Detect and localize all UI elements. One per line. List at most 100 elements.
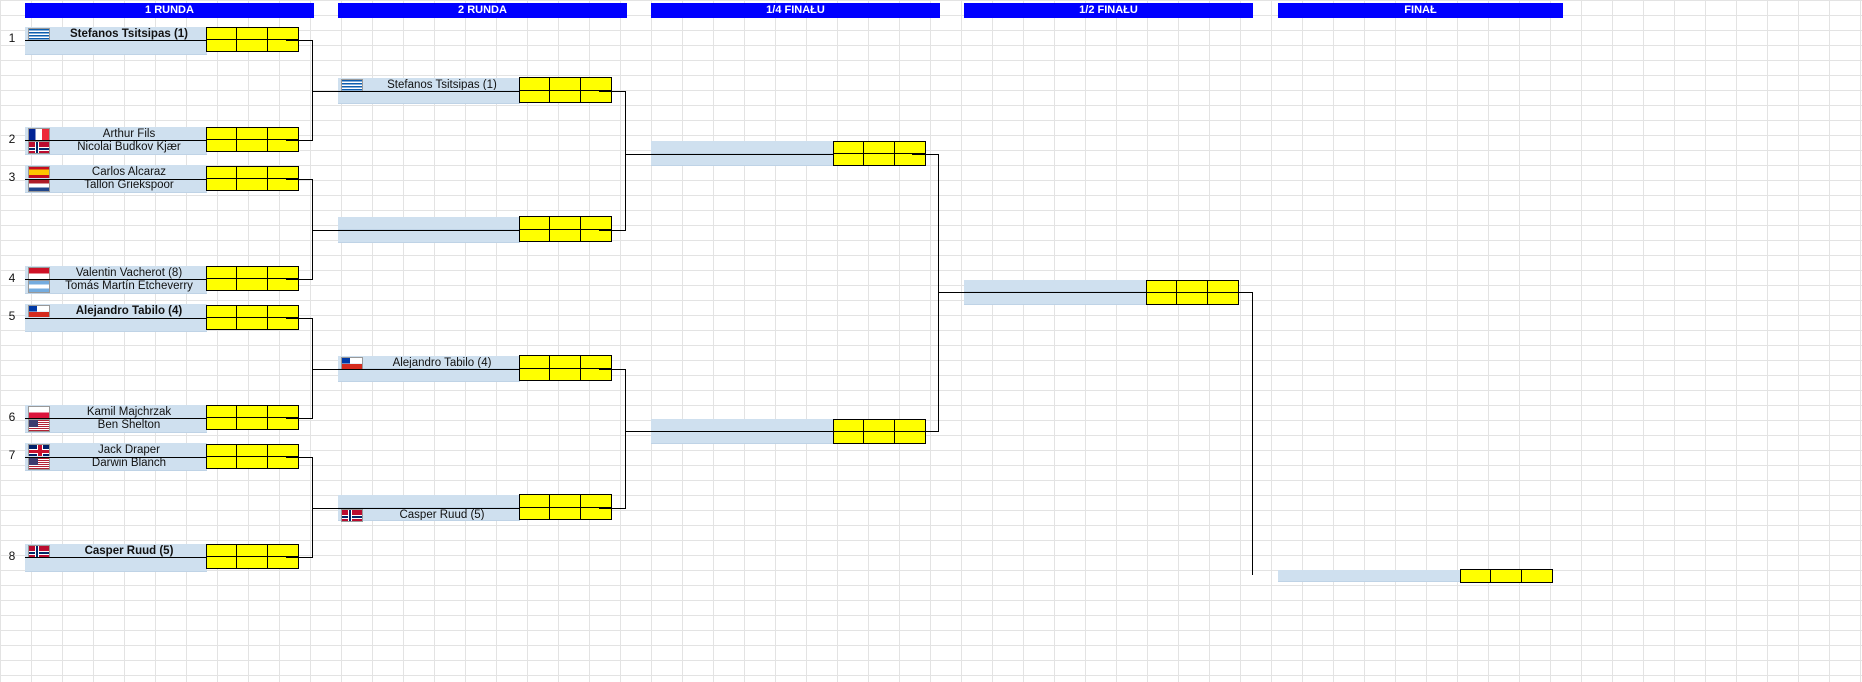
score-cell[interactable] (834, 154, 865, 165)
score-cell[interactable] (237, 457, 268, 468)
r1-player-slot[interactable]: Carlos Alcaraz (25, 165, 207, 180)
score-cell[interactable] (237, 179, 268, 190)
score-cell[interactable] (268, 418, 298, 429)
score-cell[interactable] (581, 91, 611, 103)
qf-score-box[interactable] (833, 419, 926, 444)
score-cell[interactable] (520, 229, 551, 241)
score-cell[interactable] (520, 495, 551, 508)
score-cell[interactable] (550, 356, 581, 369)
r2-score-box[interactable] (519, 216, 612, 242)
score-cell[interactable] (864, 154, 895, 165)
r1-score-box[interactable] (206, 544, 299, 569)
score-cell[interactable] (1177, 293, 1208, 304)
r1-score-box[interactable] (206, 127, 299, 152)
r1-player-slot[interactable]: Tallon Griekspoor (25, 178, 207, 193)
score-cell[interactable] (580, 356, 611, 369)
score-cell[interactable] (268, 557, 298, 568)
score-cell[interactable] (550, 229, 581, 241)
score-cell[interactable] (1147, 281, 1178, 293)
score-cell[interactable] (550, 507, 581, 519)
score-cell[interactable] (1491, 570, 1522, 582)
r2-player-slot[interactable] (338, 495, 520, 508)
score-cell[interactable] (580, 78, 611, 91)
score-cell[interactable] (207, 406, 238, 418)
r1-score-box[interactable] (206, 305, 299, 330)
r2-score-box[interactable] (519, 355, 612, 381)
r1-player-slot[interactable]: Tomás Martín Etcheverry (25, 279, 207, 294)
score-cell[interactable] (207, 306, 238, 318)
score-cell[interactable] (237, 557, 268, 568)
score-cell[interactable] (268, 457, 298, 468)
score-cell[interactable] (237, 40, 268, 51)
score-cell[interactable] (237, 28, 268, 40)
qf-player-slot[interactable] (651, 153, 833, 166)
score-cell[interactable] (207, 40, 238, 51)
score-cell[interactable] (207, 457, 238, 468)
score-cell[interactable] (894, 420, 925, 432)
score-cell[interactable] (267, 545, 298, 557)
score-cell[interactable] (237, 279, 268, 290)
score-cell[interactable] (895, 432, 925, 443)
score-cell[interactable] (581, 369, 611, 381)
score-cell[interactable] (267, 267, 298, 279)
sf-player-slot[interactable] (964, 280, 1146, 292)
score-cell[interactable] (864, 420, 895, 432)
score-cell[interactable] (268, 279, 298, 290)
qf-player-slot[interactable] (651, 419, 833, 432)
score-cell[interactable] (207, 418, 238, 429)
score-cell[interactable] (268, 318, 298, 329)
score-cell[interactable] (834, 420, 865, 432)
score-cell[interactable] (207, 167, 238, 179)
score-cell[interactable] (581, 230, 611, 242)
score-cell[interactable] (520, 78, 551, 91)
qf-score-box[interactable] (833, 141, 926, 166)
r1-player-slot[interactable]: Ben Shelton (25, 418, 207, 433)
r2-player-slot[interactable] (338, 230, 520, 243)
score-cell[interactable] (207, 179, 238, 190)
score-cell[interactable] (895, 154, 925, 165)
score-cell[interactable] (207, 279, 238, 290)
r1-player-slot[interactable]: Darwin Blanch (25, 456, 207, 471)
r2-player-slot[interactable] (338, 217, 520, 230)
r2-player-slot[interactable]: Stefanos Tsitsipas (1) (338, 78, 520, 91)
score-cell[interactable] (237, 406, 268, 418)
score-cell[interactable] (581, 508, 611, 520)
score-cell[interactable] (207, 140, 238, 151)
score-cell[interactable] (550, 90, 581, 102)
score-cell[interactable] (207, 318, 238, 329)
score-cell[interactable] (267, 445, 298, 457)
r2-player-slot[interactable]: Alejandro Tabilo (4) (338, 356, 520, 369)
score-cell[interactable] (267, 128, 298, 140)
score-cell[interactable] (1177, 281, 1208, 293)
score-cell[interactable] (520, 356, 551, 369)
score-cell[interactable] (550, 495, 581, 508)
score-cell[interactable] (1147, 293, 1178, 304)
score-cell[interactable] (207, 445, 238, 457)
score-cell[interactable] (520, 90, 551, 102)
score-cell[interactable] (580, 217, 611, 230)
score-cell[interactable] (580, 495, 611, 508)
qf-player-slot[interactable] (651, 141, 833, 154)
r1-player-slot[interactable]: Jack Draper (25, 443, 207, 458)
score-cell[interactable] (268, 140, 298, 151)
score-cell[interactable] (268, 40, 298, 51)
score-cell[interactable] (237, 128, 268, 140)
score-cell[interactable] (268, 179, 298, 190)
qf-player-slot[interactable] (651, 431, 833, 444)
r2-player-slot[interactable] (338, 369, 520, 382)
score-cell[interactable] (237, 306, 268, 318)
r1-player-slot[interactable] (25, 317, 207, 332)
r1-score-box[interactable] (206, 405, 299, 430)
score-cell[interactable] (550, 368, 581, 380)
r1-player-slot[interactable] (25, 40, 207, 55)
score-cell[interactable] (1207, 281, 1238, 293)
score-cell[interactable] (267, 167, 298, 179)
sf-score-box[interactable] (1146, 280, 1239, 305)
score-cell[interactable] (237, 445, 268, 457)
score-cell[interactable] (237, 318, 268, 329)
score-cell[interactable] (207, 267, 238, 279)
r1-score-box[interactable] (206, 166, 299, 191)
score-cell[interactable] (237, 545, 268, 557)
score-cell[interactable] (267, 406, 298, 418)
r1-score-box[interactable] (206, 27, 299, 52)
